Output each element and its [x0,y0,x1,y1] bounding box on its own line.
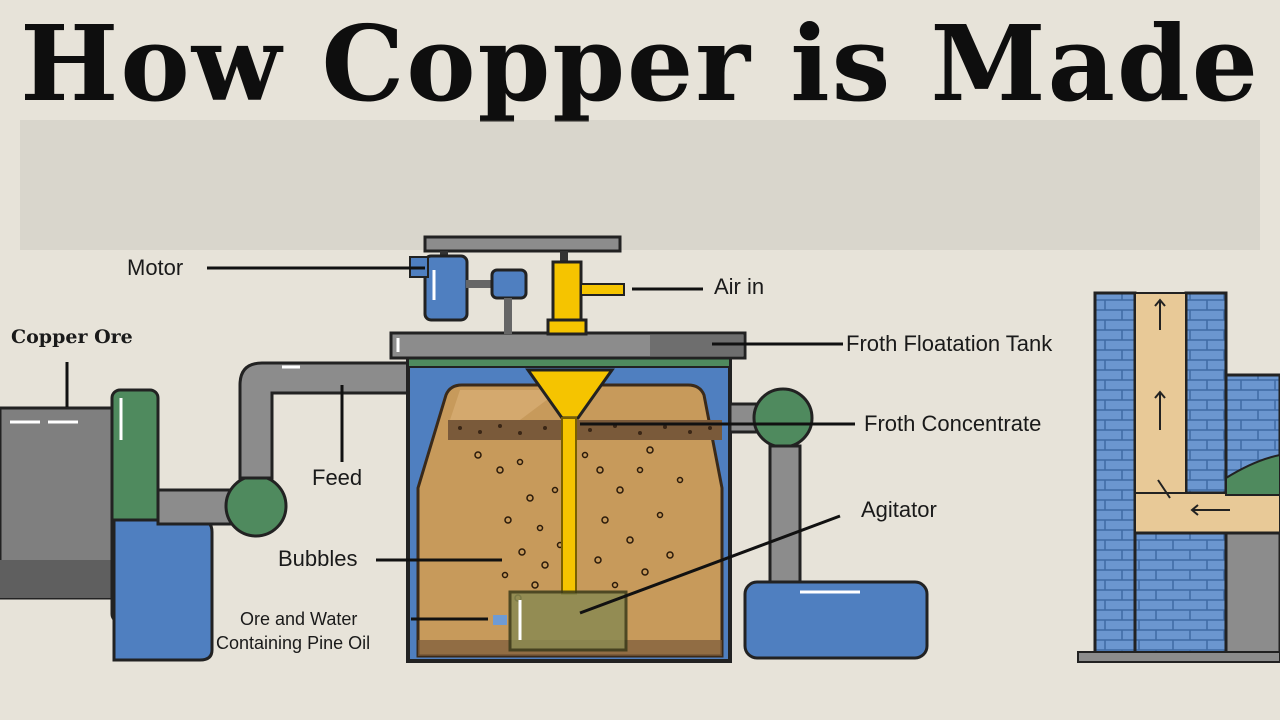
smelting-furnace [1077,291,1280,663]
label-feed: Feed [312,465,363,490]
bubbles [474,446,684,602]
label-motor: Motor [127,255,184,280]
page-title: How Copper is Made [20,2,1260,125]
label-copper-ore: Copper Ore [11,326,133,348]
label-bubbles: Bubbles [278,546,358,571]
feed-valve [224,474,288,538]
drive-assembly [409,235,625,336]
leader-lines [65,266,855,621]
label-froth-concentrate: Froth Concentrate [864,411,1042,436]
label-agitator: Agitator [861,497,937,522]
background-shadow [20,120,1260,250]
concentrate-outlet [728,387,929,660]
label-froth-floatation-tank: Froth Floatation Tank [846,331,1053,356]
label-ore-and-water-line1: Ore and Water [240,609,358,629]
label-ore-and-water-line2: Containing Pine Oil [216,633,371,653]
label-air-in: Air in [714,274,765,299]
copper-ore-crusher [0,388,214,662]
feed-pipe [238,361,410,480]
